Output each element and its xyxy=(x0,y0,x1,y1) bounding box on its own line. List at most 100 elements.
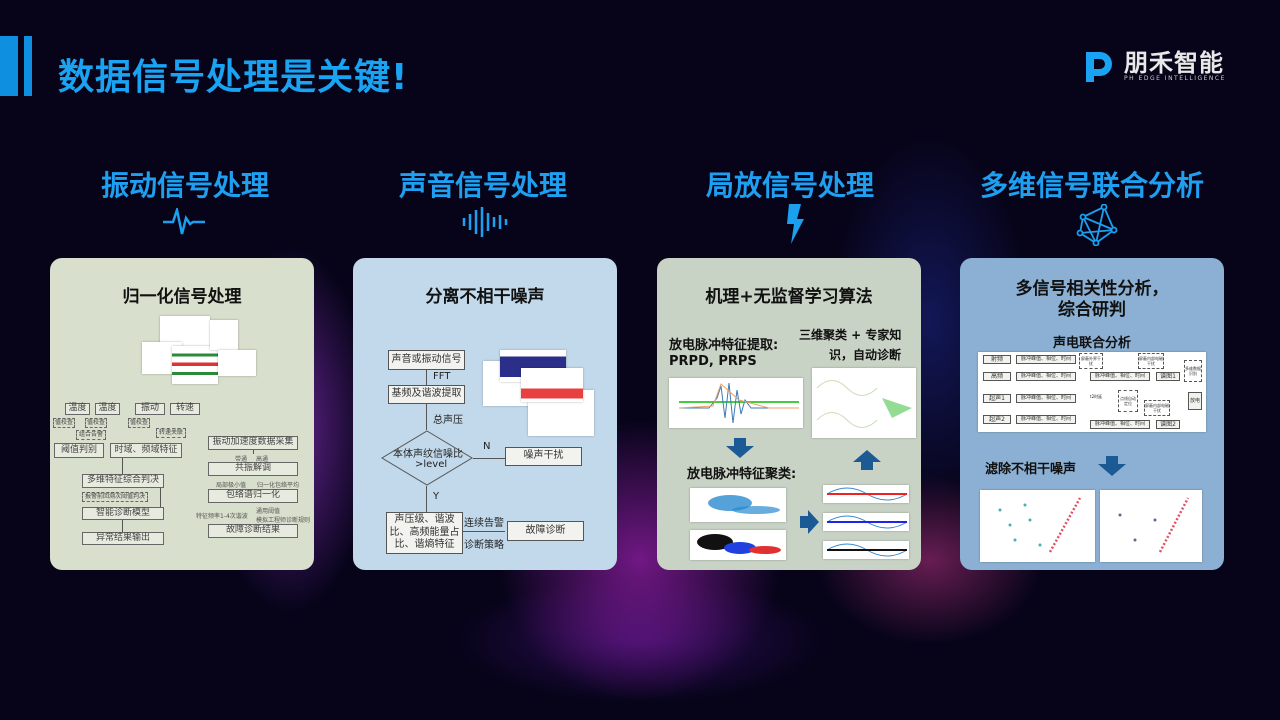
dashed-note: 转速关联 xyxy=(156,428,186,438)
decision-diamond xyxy=(381,430,473,486)
feature-box: 脉冲峰值、相位、时间 xyxy=(1016,372,1076,381)
flow-box: 温度 xyxy=(65,403,90,415)
dashed-note: 点线自动定位 xyxy=(1118,390,1138,412)
flow-label: 带通 xyxy=(235,456,248,463)
card-sound: 分离不相干噪声 声音或振动信号 FFT 基频及谐波提取 总声压 本体声纹信噪比 … xyxy=(353,258,617,570)
lightning-icon xyxy=(787,204,804,244)
flow-label: 特征频率1-4次谐波 xyxy=(196,513,248,520)
text-3d-cluster: 三维聚类 + 专家知 xyxy=(799,328,902,342)
section-title-sound: 声音信号处理 xyxy=(398,169,567,202)
after-filter-scatter xyxy=(1100,490,1202,562)
dashed-note: 屏蔽内部电磁干扰 xyxy=(1138,353,1164,369)
dashed-note: 组合告警 xyxy=(76,430,106,440)
flow-label: 通用阈值 xyxy=(256,508,281,515)
network-nodes-icon xyxy=(1076,204,1118,246)
arrow-down-icon xyxy=(1098,464,1126,476)
text-pd-extract-types: PRPD, PRPS xyxy=(669,354,757,369)
card-pd: 机理+无监督学习算法 放电脉冲特征提取: PRPD, PRPS 三维聚类 + 专… xyxy=(657,258,921,570)
dashed-note: 多维数据识别 xyxy=(1184,360,1202,382)
map-box: 谱图2 xyxy=(1156,420,1180,429)
dashed-note: 屏蔽外界干扰 xyxy=(1079,353,1103,369)
joint-analysis-label: 声电联合分析 xyxy=(1052,336,1131,351)
flow-label: 归一化包络平均 xyxy=(257,482,300,489)
flow-box: 阈值判别 xyxy=(54,443,104,458)
page-title: 数据信号处理是关键! xyxy=(58,57,409,98)
flow-box: 包络谱归一化 xyxy=(208,489,298,503)
dashed-note: 屏蔽内部电磁干扰 xyxy=(1144,400,1170,416)
delay-label: t2时延 xyxy=(1090,394,1103,399)
title-accent-bar xyxy=(0,36,18,96)
flow-box: 时域、频域特征 xyxy=(110,443,182,458)
flow-label: 总声压 xyxy=(433,415,463,426)
flow-box: 声音或振动信号 xyxy=(388,350,465,370)
sound-wave-icon xyxy=(462,207,508,237)
flow-box: 共振解调 xyxy=(208,462,298,476)
feature-box: 脉冲峰值、相位、时间 xyxy=(1016,415,1076,424)
logo-subtext: PH EDGE INTELLIGENCE xyxy=(1124,74,1226,82)
logo-text: 朋禾智能 xyxy=(1124,48,1224,77)
flow-box: 声压级、谐波比、高频能量占比、谐熵特征 xyxy=(386,512,463,554)
flow-label: FFT xyxy=(433,371,451,382)
flow-box: 故障诊断结果 xyxy=(208,524,298,538)
flow-box: 多维特征综合判决 xyxy=(82,474,164,488)
flow-label: Y xyxy=(433,491,440,502)
decision-label: >level xyxy=(415,459,448,470)
card-title: 综合研判 xyxy=(1058,300,1126,320)
arrow-right-icon xyxy=(808,510,819,534)
3d-cluster-chart xyxy=(812,368,916,438)
heartbeat-waveform-icon xyxy=(163,208,205,235)
section-title-multi: 多维信号联合分析 xyxy=(979,169,1204,202)
flow-box: 温度 xyxy=(95,403,120,415)
before-filter-scatter xyxy=(980,490,1095,562)
flow-label: 高通 xyxy=(256,456,269,463)
prpd-chart xyxy=(823,485,909,503)
text-pd-extract: 放电脉冲特征提取: xyxy=(669,338,779,353)
result-box: 放电 xyxy=(1188,392,1202,410)
flow-box: 故障诊断 xyxy=(507,521,584,541)
joint-analysis-diagram: 射频 高频 超声1 超声2 脉冲峰值、相位、时间 脉冲峰值、相位、时间 脉冲峰值… xyxy=(978,352,1206,432)
prpd-chart xyxy=(823,513,909,531)
card-title: 归一化信号处理 xyxy=(122,287,242,307)
spectrum-chart xyxy=(521,368,583,402)
card-vibration: 归一化信号处理 温度 温度 振动 转速 值校查 值校查 组合告警 值校查 转速关… xyxy=(50,258,314,570)
feature-box: 脉冲峰值、相位、时间 xyxy=(1090,372,1150,381)
card-title: 多信号相关性分析， xyxy=(1015,279,1169,299)
section-title-pd: 局放信号处理 xyxy=(705,169,874,202)
card-multi: 多信号相关性分析， 综合研判 声电联合分析 射频 高频 超声1 超声2 脉冲峰值… xyxy=(960,258,1224,570)
flow-label: N xyxy=(483,441,491,452)
flow-label: 诊断策略 xyxy=(464,540,504,551)
feature-box: 脉冲峰值、相位、时间 xyxy=(1016,394,1076,403)
flow-label: 模拟工程师诊断规则 xyxy=(256,517,311,524)
flow-label: 连续告警 xyxy=(464,518,504,529)
filter-noise-label: 滤除不相干噪声 xyxy=(985,462,1077,477)
logo-mark-icon xyxy=(1086,52,1112,82)
scatter-cluster-chart xyxy=(690,488,786,522)
chart-thumbnail xyxy=(210,320,238,350)
scatter-cluster-chart xyxy=(690,530,786,560)
chart-thumbnail xyxy=(172,346,218,384)
flow-box: 转速 xyxy=(170,403,200,415)
prpd-chart xyxy=(823,541,909,559)
dashed-note: 值校查 xyxy=(53,418,75,428)
arrow-up-icon xyxy=(853,450,881,462)
flow-box: 振动加速度数据采集 xyxy=(208,436,298,450)
signal-input: 射频 xyxy=(983,355,1011,364)
feature-box: 脉冲峰值、相位、时间 xyxy=(1090,420,1150,429)
flow-box: 异常结果输出 xyxy=(82,532,164,545)
decision-label: 本体声纹信噪比 xyxy=(393,449,463,460)
signal-input: 超声1 xyxy=(983,394,1011,403)
signal-input: 超声2 xyxy=(983,415,1011,424)
flow-box: 振动 xyxy=(135,403,165,415)
dashed-note: 报警前回溯次阈值判决 xyxy=(82,492,148,502)
flow-box: 智能诊断模型 xyxy=(82,507,164,520)
text-pd-cluster: 放电脉冲特征聚类: xyxy=(687,467,797,482)
title-accent-bar-thin xyxy=(24,36,32,96)
card-title: 分离不相干噪声 xyxy=(425,287,545,307)
signal-input: 高频 xyxy=(983,372,1011,381)
arrow-down-icon xyxy=(726,446,754,458)
text-3d-cluster: 识，自动诊断 xyxy=(829,348,902,362)
flow-box: 噪声干扰 xyxy=(505,447,582,466)
pulse-waveform-chart xyxy=(669,378,803,428)
map-box: 谱图1 xyxy=(1156,372,1180,381)
